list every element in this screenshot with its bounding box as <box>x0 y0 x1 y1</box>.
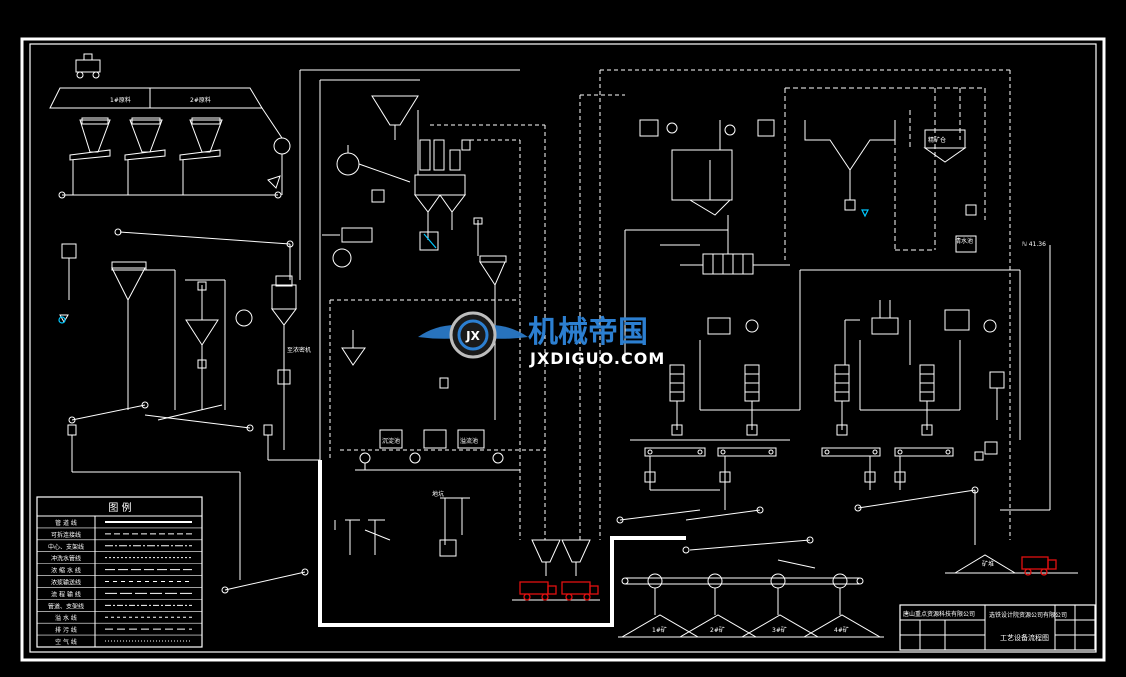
watermark-title: 机械帝国 <box>528 315 648 350</box>
legend-row-label: 管 道 线 <box>55 519 77 527</box>
title-block-sub-company: 选铁设计院资源公司有限公司 <box>989 611 1067 619</box>
diagram-lines <box>49 53 1078 638</box>
legend-row-label: 浓浆输送线 <box>51 579 81 587</box>
legend-row-label: 中心、支架线 <box>48 543 84 551</box>
rail-label-3: 地坑 <box>432 490 444 498</box>
tank-label-1: 沉淀池 <box>382 437 400 445</box>
inner-frame <box>29 43 1097 653</box>
pile-label-2: 2#矿 <box>710 626 725 634</box>
cyan-accents <box>58 209 869 324</box>
bin-label-left: 1#原料 <box>110 96 131 104</box>
tank-label-4: 精矿仓 <box>928 136 946 144</box>
rail-label-2: 至浓密机 <box>287 346 311 354</box>
bin-label-right: 2#原料 <box>190 96 211 104</box>
rail-label-1: 矿堆 <box>982 560 994 568</box>
legend-row-label: 排 污 线 <box>55 626 77 634</box>
title-block-company: 唐山重点资源科技有限公司 <box>903 610 975 618</box>
watermark: JX 机械帝国 JXDIGUO.COM <box>418 311 665 368</box>
tank-label-2: 溢流池 <box>460 437 478 445</box>
watermark-subtitle: JXDIGUO.COM <box>529 349 665 368</box>
title-block-drawing-title: 工艺设备流程图 <box>1000 633 1049 642</box>
legend-row-label: 溢 水 线 <box>55 614 77 622</box>
pile-label-3: 3#矿 <box>772 626 787 634</box>
legend-row-label: 浓 缩 水 线 <box>51 567 81 575</box>
legend-row-label: 可拆连接线 <box>51 531 81 539</box>
legend-row-label: 冲洗水管线 <box>51 555 81 563</box>
pile-label-1: 1#矿 <box>652 626 667 634</box>
red-trucks <box>519 556 1057 601</box>
title-block: 唐山重点资源科技有限公司 选铁设计院资源公司有限公司 工艺设备流程图 <box>899 604 1096 651</box>
watermark-badge: JX <box>465 329 480 343</box>
outer-frame <box>20 37 1106 662</box>
right-note: ℕ 41.36 <box>1022 241 1046 248</box>
tank-label-3: 清水池 <box>955 237 973 245</box>
pile-label-4: 4#矿 <box>834 626 849 634</box>
legend-row-label: 空 气 线 <box>55 638 77 646</box>
legend-row-label: 管道、支架线 <box>48 602 84 610</box>
legend-title: 图 例 <box>108 501 131 514</box>
legend-row-label: 流 程 输 线 <box>51 590 81 598</box>
